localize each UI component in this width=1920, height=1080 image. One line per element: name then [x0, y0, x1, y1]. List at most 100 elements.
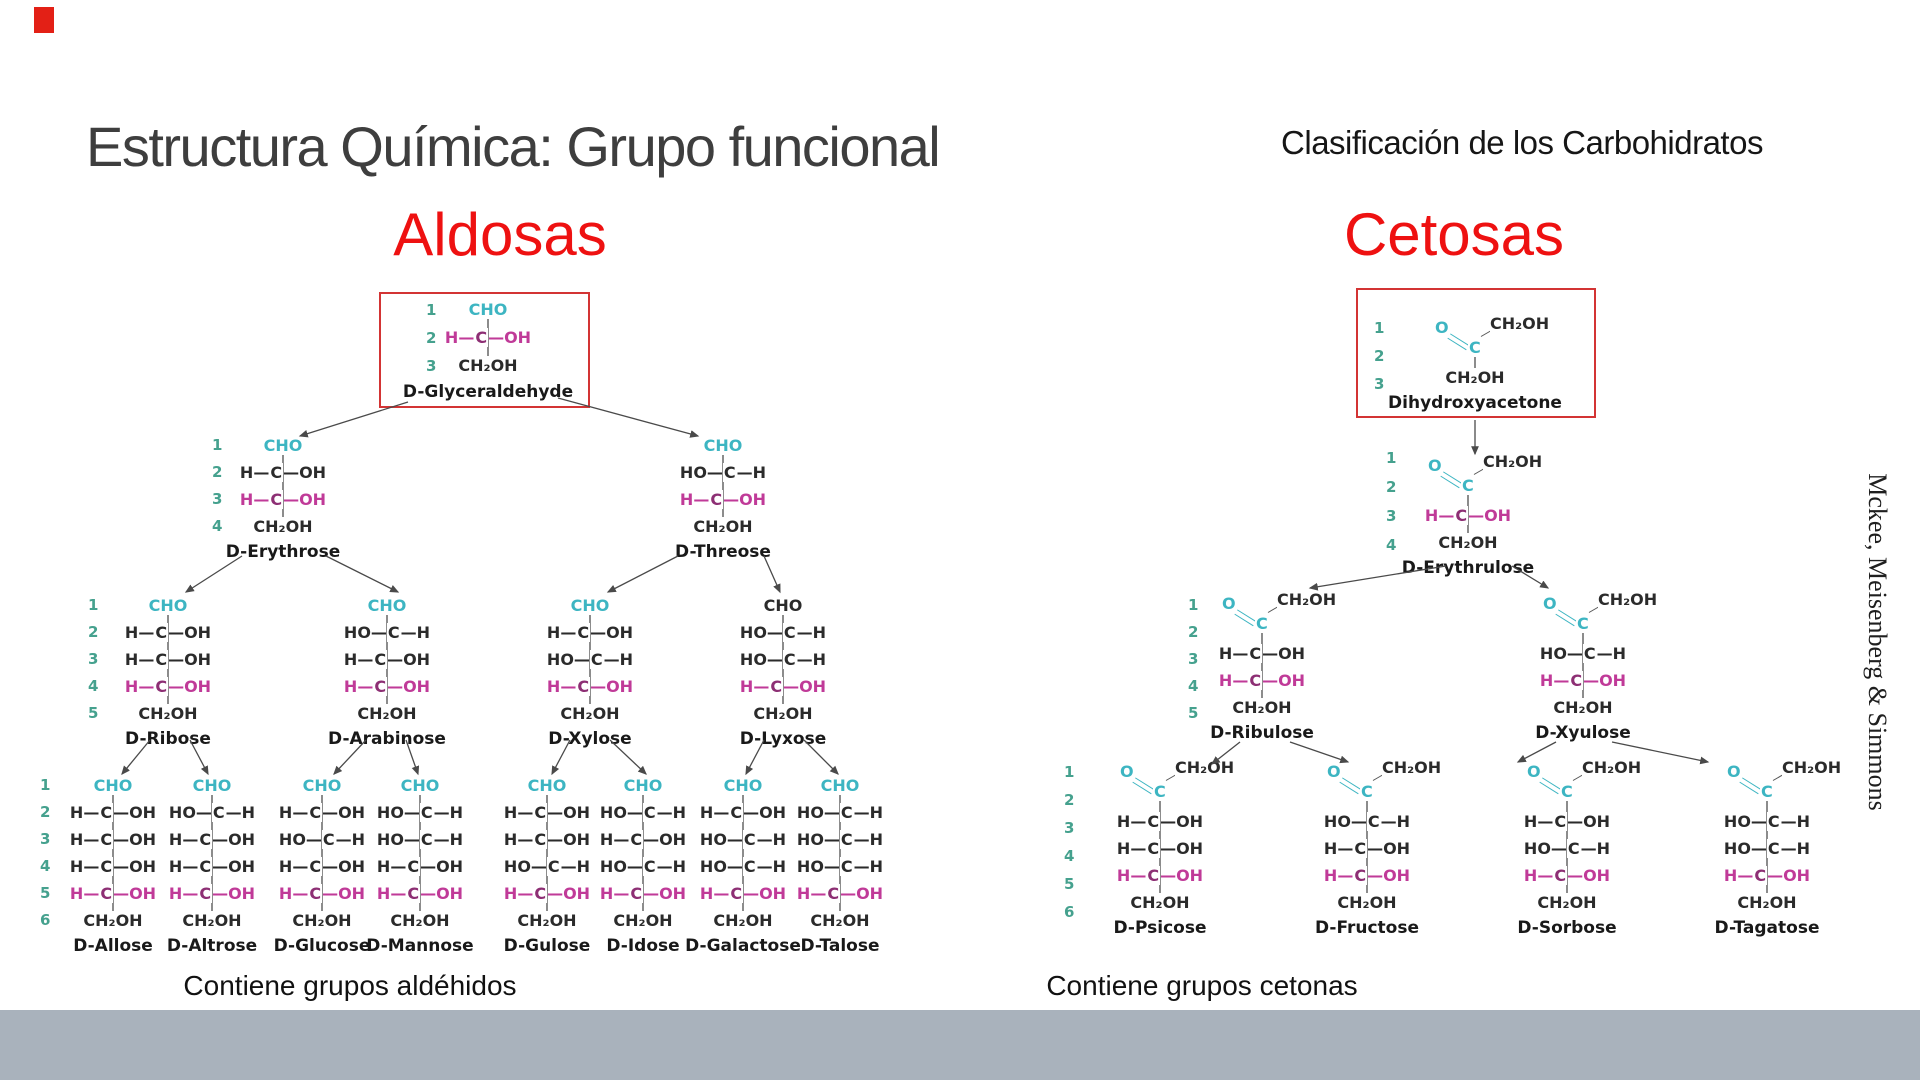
left-substituent: HO—: [796, 803, 840, 822]
carbon-number: 2: [1064, 791, 1075, 809]
right-substituent: —OH: [643, 884, 687, 903]
terminal-group-row: CHO: [750, 772, 930, 799]
left-substituent: H—: [124, 677, 155, 696]
carbon: C: [321, 830, 336, 849]
bond-spine: [1566, 800, 1568, 903]
carbon: C: [642, 857, 657, 876]
formula-text: CHO: [147, 596, 189, 615]
formula-text: CH₂OH: [291, 911, 353, 930]
carbon: C: [1248, 671, 1263, 690]
left-substituent: H—: [679, 490, 710, 509]
chiral-carbon-row: H—C—OH: [232, 799, 412, 826]
double-bond: [1539, 777, 1562, 795]
sugar-name: D-Arabinose: [328, 729, 446, 749]
carbon-number: 2: [1188, 623, 1199, 641]
left-substituent: H—: [343, 650, 374, 669]
carbon: C: [198, 830, 213, 849]
carbon-number: 1: [426, 301, 437, 319]
terminal-group-row: CHO: [122, 772, 302, 799]
right-substituent: —OH: [1567, 866, 1611, 885]
ch2oh-group: CH₂OH: [1490, 314, 1550, 333]
chiral-carbon-row: H—C—OH: [750, 880, 930, 907]
carbon: C: [1454, 506, 1469, 525]
left-substituent: H—: [1523, 866, 1554, 885]
right-substituent: —H: [736, 463, 767, 482]
carbon-number: 5: [1064, 875, 1075, 893]
carbon: C: [419, 803, 434, 822]
formula-text: CHO: [702, 436, 744, 455]
carbon: C: [1248, 644, 1263, 663]
terminal-group-row: CH₂OH: [1378, 529, 1558, 556]
bond-spine: [1261, 632, 1263, 708]
formula-text: CH₂OH: [137, 704, 199, 723]
keto-oxygen: O: [1435, 318, 1449, 337]
bond-spine: [211, 785, 213, 921]
bond-spine: [546, 785, 548, 921]
chiral-carbon-row: H—C—OH: [78, 673, 258, 700]
sugar-name: D-Erythrulose: [1401, 558, 1535, 578]
formula-text: CH₂OH: [1437, 533, 1499, 552]
right-substituent: —H: [433, 830, 464, 849]
chiral-carbon-row: HO—C—H: [750, 853, 930, 880]
chiral-carbon-row: HO—C—H: [457, 853, 637, 880]
carbon: C: [406, 857, 421, 876]
chiral-carbon-row: HO—C—H: [1477, 835, 1657, 862]
chiral-carbon-row: H—C—OH: [122, 826, 302, 853]
carbon: C: [1753, 866, 1768, 885]
carbon: C: [533, 830, 548, 849]
terminal-group-row: CHO: [232, 772, 412, 799]
carbon: C: [729, 884, 744, 903]
terminal-group-row: CH₂OH: [750, 907, 930, 934]
double-bond: [1339, 777, 1362, 795]
formula-text: CH₂OH: [181, 911, 243, 930]
carbon: C: [99, 857, 114, 876]
chiral-carbon-row: HO—C—H: [653, 853, 833, 880]
right-substituent: —OH: [840, 884, 884, 903]
terminal-group-row: CHO: [193, 432, 373, 459]
secondary-title: Clasificación de los Carbohidratos: [1281, 124, 1763, 161]
carbon: C: [154, 677, 169, 696]
left-substituent: H—: [239, 490, 270, 509]
terminal-group-row: CH₂OH: [232, 907, 412, 934]
carbon: C: [1146, 866, 1161, 885]
terminal-group-row: CHO: [457, 772, 637, 799]
left-substituent: H—: [599, 884, 630, 903]
chiral-carbon-row: H—C—OH: [500, 673, 680, 700]
carbon: C: [629, 830, 644, 849]
terminal-group-row: CHO: [78, 592, 258, 619]
sugar-name: D-Xyulose: [1535, 723, 1631, 743]
carbon-number: 2: [426, 329, 437, 347]
left-substituent: H—: [278, 884, 309, 903]
sugar-name: D-Altrose: [166, 936, 258, 956]
carbon: C: [1566, 839, 1581, 858]
chiral-carbon-row: H—C—OH: [1172, 640, 1352, 667]
left-substituent: H—: [124, 623, 155, 642]
ch2oh-group: CH₂OH: [1382, 758, 1442, 777]
left-substituent: H—: [69, 857, 100, 876]
sugar-name: D-Ribose: [125, 729, 211, 749]
chiral-carbon-row: HO—C—H: [232, 826, 412, 853]
keto-carbon: C: [1461, 476, 1475, 495]
formula-text: CH₂OH: [389, 911, 451, 930]
chiral-carbon-row: HO—C—H: [693, 619, 873, 646]
chiral-carbon-row: H—C—OH: [1277, 835, 1457, 862]
right-substituent: —OH: [1262, 644, 1306, 663]
left-substituent: HO—: [599, 803, 643, 822]
carbon-number: 4: [1188, 677, 1199, 695]
carbon: C: [154, 623, 169, 642]
keto-oxygen: O: [1120, 762, 1134, 781]
formula-text: CH₂OH: [559, 704, 621, 723]
right-substituent: —OH: [322, 857, 366, 876]
carbon: C: [533, 884, 548, 903]
carbon: C: [629, 884, 644, 903]
carbon: C: [826, 884, 841, 903]
carbon-number: 1: [1064, 763, 1075, 781]
